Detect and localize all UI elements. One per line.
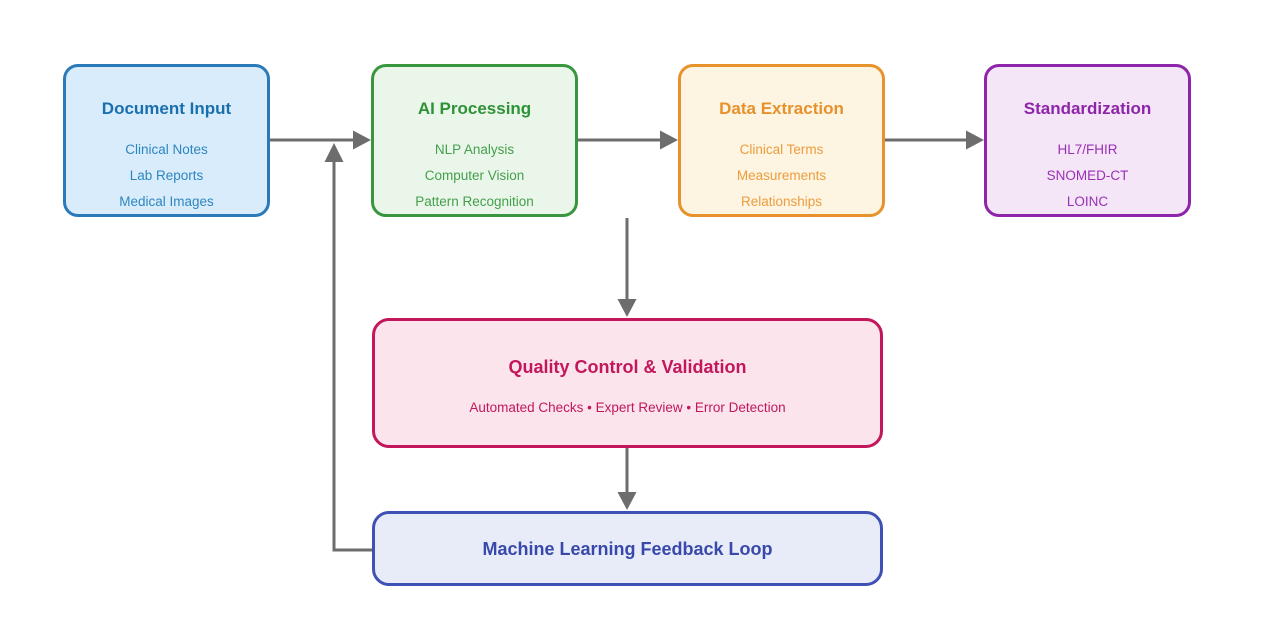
node-title: Standardization — [1023, 99, 1152, 118]
node-item: Lab Reports — [129, 168, 204, 183]
node-item: LOINC — [1066, 194, 1109, 209]
node-title: Data Extraction — [719, 99, 844, 118]
arrow-ml-feedback-to-ai-processing — [324, 143, 372, 552]
node-title: Quality Control & Validation — [508, 357, 747, 377]
node-document-input: Document Input Clinical Notes Lab Report… — [63, 64, 270, 217]
arrow-data-extraction-to-standardization — [884, 130, 984, 150]
node-item: Computer Vision — [424, 168, 525, 183]
arrow-document-input-to-ai-processing — [270, 130, 371, 150]
node-title: Machine Learning Feedback Loop — [482, 538, 773, 559]
node-item: Medical Images — [119, 194, 214, 209]
node-item: SNOMED-CT — [1046, 168, 1129, 183]
node-item: Clinical Notes — [125, 142, 208, 157]
node-item: Relationships — [740, 194, 823, 209]
node-subtitle: Automated Checks • Expert Review • Error… — [469, 400, 786, 415]
arrow-to-quality-control — [617, 218, 637, 317]
node-item: HL7/FHIR — [1057, 142, 1118, 157]
node-ml-feedback-loop: Machine Learning Feedback Loop — [372, 511, 883, 586]
node-standardization: Standardization HL7/FHIR SNOMED-CT LOINC — [984, 64, 1191, 217]
node-item: Clinical Terms — [739, 142, 824, 157]
node-item: Pattern Recognition — [415, 194, 534, 209]
node-title: Document Input — [101, 99, 232, 118]
node-ai-processing: AI Processing NLP Analysis Computer Visi… — [371, 64, 578, 217]
arrow-ai-processing-to-data-extraction — [577, 130, 678, 150]
node-item: Measurements — [736, 168, 827, 183]
node-item: NLP Analysis — [434, 142, 515, 157]
node-quality-control: Quality Control & Validation Automated C… — [372, 318, 883, 448]
node-title: AI Processing — [417, 99, 532, 118]
arrow-quality-control-to-ml-feedback — [617, 448, 637, 510]
node-data-extraction: Data Extraction Clinical Terms Measureme… — [678, 64, 885, 217]
